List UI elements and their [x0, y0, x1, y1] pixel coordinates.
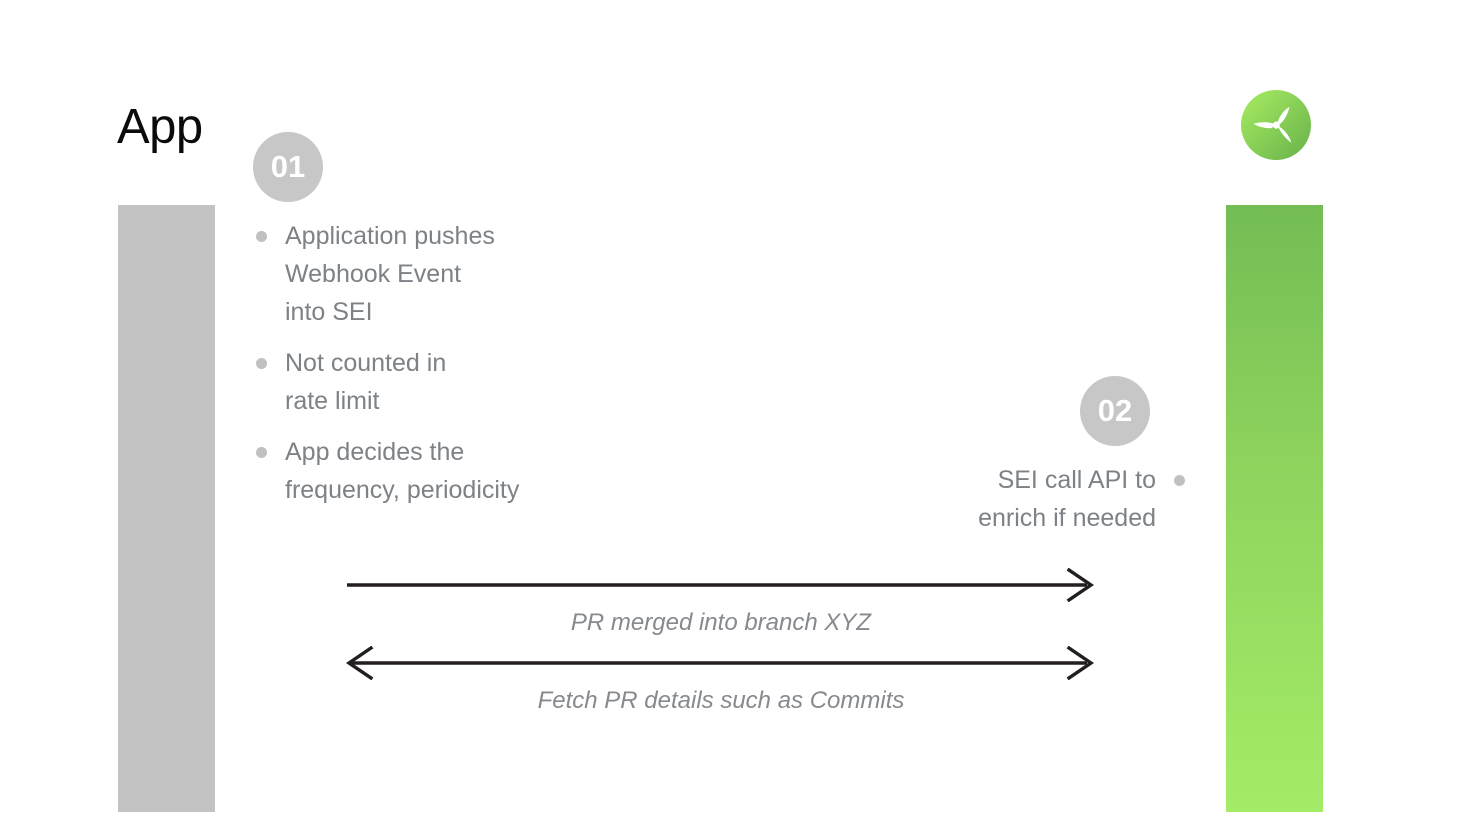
sei-lifeline-bar [1226, 205, 1323, 812]
bullet-dot-icon [256, 231, 267, 242]
bullet-text: Not counted in rate limit [285, 349, 447, 415]
list-item: Not counted in rate limit [256, 344, 676, 420]
message-label: Fetch PR details such as Commits [537, 687, 905, 714]
message-label: PR merged into branch XYZ [570, 609, 872, 636]
list-item: Application pushes Webhook Event into SE… [256, 217, 676, 331]
bullet-text: Application pushes Webhook Event into SE… [285, 222, 495, 326]
app-lifeline-bar [118, 205, 215, 812]
message-pr-merged: PR merged into branch XYZ [343, 568, 1099, 638]
page-title: App [117, 100, 203, 154]
bullet-text: SEI call API to enrich if needed [978, 466, 1156, 532]
app-bullet-list: Application pushes Webhook Event into SE… [256, 217, 676, 522]
step-badge-01: 01 [253, 132, 323, 202]
step-badge-02: 02 [1080, 376, 1150, 446]
list-item: SEI call API to enrich if needed [860, 461, 1185, 537]
bullet-dot-icon [256, 447, 267, 458]
bullet-dot-icon [1174, 475, 1185, 486]
arrow-left-right-icon [345, 646, 1095, 680]
propeller-icon [1240, 89, 1312, 161]
message-fetch-pr-details: Fetch PR details such as Commits [343, 646, 1099, 716]
sei-bullet-list: SEI call API to enrich if needed [860, 461, 1185, 537]
list-item: App decides the frequency, periodicity [256, 433, 676, 509]
arrow-right-icon [347, 568, 1095, 602]
bullet-text: App decides the frequency, periodicity [285, 438, 520, 504]
bullet-dot-icon [256, 358, 267, 369]
